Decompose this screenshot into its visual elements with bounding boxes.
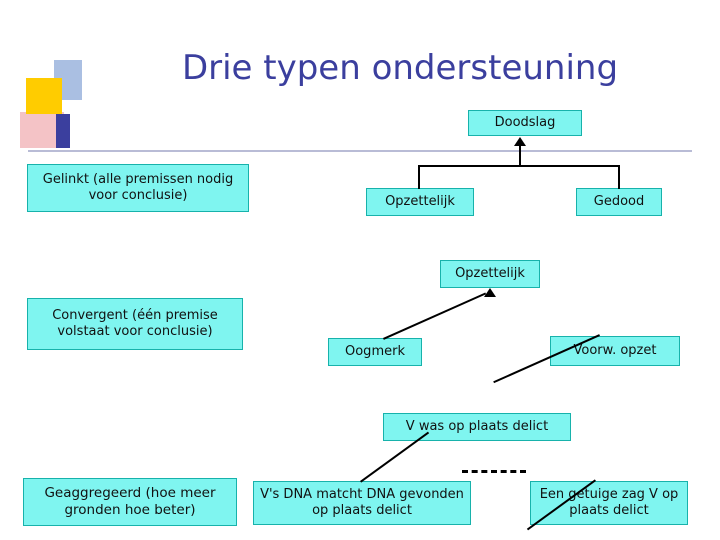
- node-doodslag: Doodslag: [468, 110, 582, 136]
- label-aggregated-text: Geaggregeerd (hoe meer gronden hoe beter…: [44, 485, 216, 518]
- node-opzettelijk-2-text: Opzettelijk: [455, 265, 525, 281]
- page-title: Drie typen ondersteuning: [181, 48, 619, 88]
- node-dna-match-text: V's DNA matcht DNA gevonden op plaats de…: [260, 486, 464, 518]
- node-oogmerk: Oogmerk: [328, 338, 422, 366]
- node-gedood: Gedood: [576, 188, 662, 216]
- node-voorw-opzet-text: Voorw. opzet: [573, 342, 657, 358]
- node-getuige-text: Een getuige zag V op plaats delict: [539, 486, 679, 518]
- node-opzettelijk-2: Opzettelijk: [440, 260, 540, 288]
- decoration-navy-block: [56, 114, 70, 148]
- node-dna-match: V's DNA matcht DNA gevonden op plaats de…: [253, 481, 471, 525]
- label-aggregated: Geaggregeerd (hoe meer gronden hoe beter…: [23, 478, 237, 526]
- connector-linked-arrowhead: [514, 137, 526, 146]
- node-gedood-text: Gedood: [593, 193, 645, 209]
- connector-convergent-left: [383, 292, 487, 340]
- node-voorw-opzet: Voorw. opzet: [550, 336, 680, 366]
- label-convergent: Convergent (één premise volstaat voor co…: [27, 298, 243, 350]
- node-oogmerk-text: Oogmerk: [345, 343, 405, 359]
- connector-linked-leg-left: [418, 165, 420, 189]
- header-divider-line: [28, 150, 692, 152]
- label-linked: Gelinkt (alle premissen nodig voor concl…: [27, 164, 249, 212]
- connector-aggregated-dashed: [462, 470, 526, 473]
- node-v-plaats-delict: V was op plaats delict: [383, 413, 571, 441]
- node-doodslag-text: Doodslag: [494, 114, 556, 130]
- label-convergent-text: Convergent (één premise volstaat voor co…: [52, 307, 218, 339]
- decoration-yellow-block: [26, 78, 62, 114]
- connector-linked-stem: [519, 146, 521, 166]
- label-linked-text: Gelinkt (alle premissen nodig voor concl…: [42, 171, 234, 203]
- node-getuige: Een getuige zag V op plaats delict: [530, 481, 688, 525]
- connector-linked-leg-right: [618, 165, 620, 189]
- node-opzettelijk-1: Opzettelijk: [366, 188, 474, 216]
- node-v-plaats-delict-text: V was op plaats delict: [405, 418, 549, 434]
- connector-convergent-arrowhead: [484, 288, 496, 297]
- connector-linked-horizontal: [418, 165, 620, 167]
- node-opzettelijk-1-text: Opzettelijk: [385, 193, 455, 209]
